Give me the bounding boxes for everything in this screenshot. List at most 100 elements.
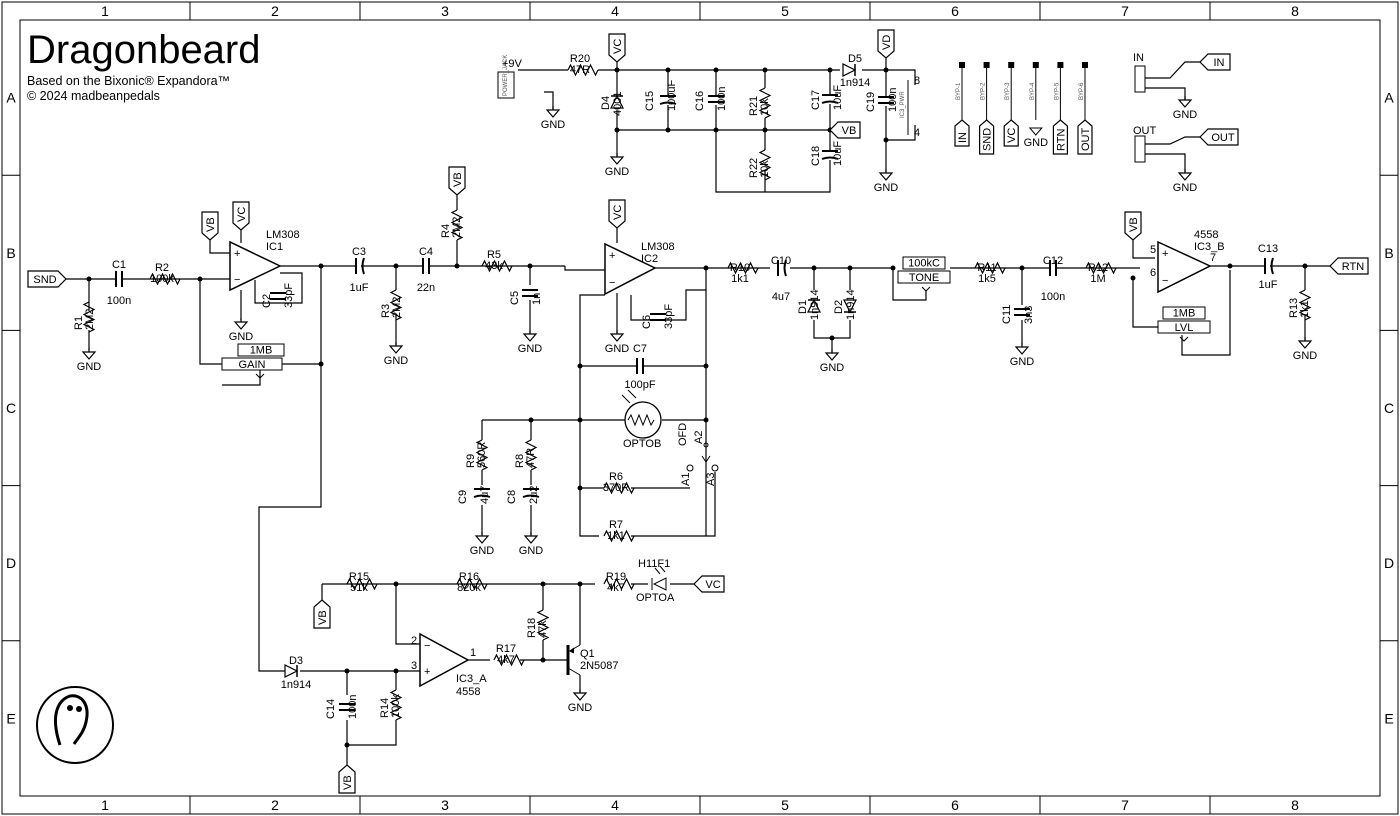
ic2-ref: IC2 xyxy=(641,253,658,265)
optoa-label: OPTOA xyxy=(636,592,675,604)
vc-flag-ic2: VC xyxy=(608,199,626,229)
ground-label: GND xyxy=(1173,109,1198,121)
c3-value: 1uF xyxy=(350,282,369,294)
c13-ref: C13 xyxy=(1258,243,1278,255)
bypass-net-label: VC xyxy=(1006,128,1018,143)
r12-value: 1M xyxy=(1090,273,1105,285)
grid-row-right: E xyxy=(1384,710,1393,726)
c16-value: 100n xyxy=(716,87,728,111)
madbeanpedals-logo xyxy=(36,686,114,764)
grid-col-top: 1 xyxy=(101,3,109,19)
c18-value: 10uF xyxy=(832,141,844,166)
out-flag-text: OUT xyxy=(1211,132,1235,144)
copyright: © 2024 madbeanpedals xyxy=(27,89,160,103)
bypass-pad-label: BYP-1 xyxy=(956,82,962,100)
ground-label: GND xyxy=(470,545,495,557)
diode-d3: D3 1n914 xyxy=(281,655,312,691)
ground-label: GND xyxy=(519,545,544,557)
d4-ref: D4 xyxy=(600,96,612,110)
ground-label: GND xyxy=(568,702,593,714)
r18-ref: R18 xyxy=(526,618,538,638)
svg-text:−: − xyxy=(609,277,615,289)
grid-col-top: 7 xyxy=(1121,3,1129,19)
in-jack: IN xyxy=(1133,52,1146,93)
vc-flag-ic1: VC xyxy=(232,201,250,231)
c6-value: 33pF xyxy=(663,304,675,329)
c5-ref: C5 xyxy=(509,291,521,305)
c14-ref: C14 xyxy=(325,699,337,719)
r13-ref: R13 xyxy=(1288,298,1300,318)
vb-flag-power: VB xyxy=(829,121,861,139)
c1-ref: C1 xyxy=(112,259,126,271)
ground-symbol: GND xyxy=(519,532,544,557)
snd-flag: SND xyxy=(27,270,67,288)
pot-lvl[interactable]: 1MB LVL xyxy=(1157,306,1211,342)
c8-ref: C8 xyxy=(506,490,518,504)
capacitor-c11: C11 3n3 xyxy=(1001,305,1035,324)
c2-value: 33pF xyxy=(283,283,295,308)
r4-value: 2M2 xyxy=(451,217,463,238)
r21-value: 10k xyxy=(759,98,771,116)
ofd-switch[interactable]: OFD A2 A1 A3 xyxy=(677,423,719,486)
pot-tone[interactable]: 100kC TONE xyxy=(897,256,951,292)
bypass-pad-3: BYP-3VC xyxy=(1003,62,1019,147)
ground-symbol: GND xyxy=(541,106,565,131)
rtn-flag-text: RTN xyxy=(1342,261,1364,273)
ground-symbol: GND xyxy=(874,169,898,194)
vb-flag-c14: VB xyxy=(338,764,356,794)
r16-ref: R16 xyxy=(459,571,479,583)
ground-label: GND xyxy=(605,166,630,178)
svg-text:−: − xyxy=(234,274,240,286)
c19-value: 100n xyxy=(887,88,899,112)
ic1-type: LM308 xyxy=(266,229,300,241)
c12-value: 100n xyxy=(1041,291,1065,303)
c11-ref: C11 xyxy=(1001,305,1013,324)
pot-gain[interactable]: 1MB GAIN xyxy=(221,343,285,379)
ground-label: GND xyxy=(1010,356,1035,368)
grid-row-left: C xyxy=(6,400,16,416)
d3-value: 1n914 xyxy=(281,679,312,691)
lvl-pot-name: LVL xyxy=(1175,322,1194,334)
c4-ref: C4 xyxy=(419,246,433,258)
power-jack: POWER_JACK +9V xyxy=(497,55,523,99)
gain-pot-value: 1MB xyxy=(250,345,273,357)
c11-value: 3n3 xyxy=(1023,306,1035,324)
opamp-ic1: +− LM308 IC1 xyxy=(229,229,300,292)
ic3a-type: 4558 xyxy=(456,686,480,698)
grid-row-left: E xyxy=(6,710,15,726)
ground-label: GND xyxy=(820,362,845,374)
d3-ref: D3 xyxy=(289,655,303,667)
r14-value: 100k xyxy=(390,694,402,718)
r20-value: 47R xyxy=(570,64,590,76)
bypass-net-label: IN xyxy=(957,132,969,143)
grid-row-left: D xyxy=(6,555,16,571)
switch-name: OFD xyxy=(677,423,689,446)
vb-flag-r15: VB xyxy=(313,599,331,629)
ground-label: GND xyxy=(605,343,630,355)
grid-row-right: B xyxy=(1384,245,1393,261)
c17-ref: C17 xyxy=(810,90,822,110)
svg-text:−: − xyxy=(424,640,430,652)
c18-ref: C18 xyxy=(810,146,822,166)
r13-value: 1k1 xyxy=(1299,300,1311,318)
r8-ref: R8 xyxy=(514,454,526,468)
c14-value: 100n xyxy=(347,695,359,719)
r9-ref: R9 xyxy=(465,454,477,468)
ground-symbol: GND xyxy=(1173,96,1198,121)
vc-flag-optoa: VC xyxy=(693,575,725,593)
wires xyxy=(66,58,1335,765)
c9-ref: C9 xyxy=(457,490,469,504)
snd-flag-text: SND xyxy=(33,274,56,286)
grid-col-bottom: 3 xyxy=(441,797,449,813)
